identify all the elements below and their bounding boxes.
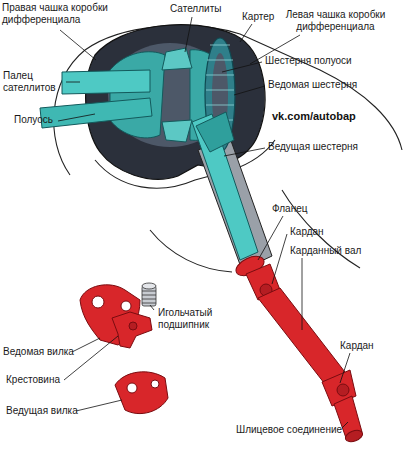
leader-line <box>342 422 348 428</box>
cross-piece <box>112 312 152 348</box>
part-label: Фланец <box>272 203 307 215</box>
part-label: Крестовина <box>6 374 60 386</box>
part-label: Ведомая шестерня <box>268 79 357 91</box>
needle-bearing <box>142 283 156 306</box>
needle-bearing <box>142 283 156 289</box>
leader-line <box>340 353 350 383</box>
leader-line <box>224 148 265 156</box>
part-label: Палец сателлитов <box>3 70 65 93</box>
driveshaft <box>337 384 349 396</box>
part-label: Картер <box>242 11 274 23</box>
leader-line <box>64 336 118 380</box>
differential-case <box>162 48 192 70</box>
leader-line <box>240 24 252 42</box>
leader-line <box>72 338 100 352</box>
driving-yoke <box>115 372 168 414</box>
part-label: Шестерня полуоси <box>265 55 352 67</box>
leader-line <box>222 62 262 72</box>
leader-line <box>66 82 80 83</box>
pinion-shaft <box>192 112 258 260</box>
cross-piece <box>112 312 152 348</box>
leader-line <box>58 114 95 121</box>
part-label: Игольчатый подшипник <box>158 307 228 330</box>
leader-line <box>302 258 303 330</box>
driving-yoke <box>127 383 137 393</box>
satellite-pin <box>62 70 150 94</box>
cross-piece <box>129 322 137 330</box>
watermark: vk.com/autobap <box>272 110 356 123</box>
pinion-shaft <box>196 112 234 152</box>
driving-yoke <box>151 380 159 388</box>
leader-line <box>150 305 154 310</box>
part-label: Карданный вал <box>290 245 361 257</box>
leader-line <box>258 216 283 260</box>
part-label: Полуось <box>14 114 53 126</box>
driveshaft <box>258 288 348 388</box>
needle-bearing <box>142 291 156 303</box>
leader-line <box>60 30 96 60</box>
leader-line <box>185 17 192 52</box>
body-outline <box>54 25 402 272</box>
part-label: Кардан <box>340 340 374 352</box>
half-shaft <box>40 98 152 128</box>
satellite-pin <box>62 70 150 94</box>
part-label: Сателлиты <box>170 3 221 15</box>
part-label: Левая чашка коробки дифференциала <box>269 9 402 32</box>
driven-yoke <box>121 301 131 311</box>
part-label: Шлицевое соединение <box>236 424 342 436</box>
part-label: Ведомая вилка <box>3 346 74 358</box>
differential-case <box>162 120 192 142</box>
leader-line <box>76 400 122 411</box>
body-outline <box>150 230 232 272</box>
leader-line <box>234 86 265 95</box>
driving-yoke <box>115 372 168 414</box>
part-label: Ведущая вилка <box>6 405 78 417</box>
part-label: Кардан <box>290 226 324 238</box>
differential-case <box>110 52 165 138</box>
differential-housing <box>86 25 272 270</box>
part-label: Правая чашка коробки дифференциала <box>2 2 127 25</box>
leader-line <box>272 234 287 284</box>
driveshaft <box>344 428 364 444</box>
leader-line <box>58 17 350 428</box>
driven-yoke <box>92 296 104 308</box>
half-shaft <box>40 98 152 128</box>
body-outline <box>282 190 360 268</box>
part-label: Ведущая шестерня <box>268 141 358 153</box>
